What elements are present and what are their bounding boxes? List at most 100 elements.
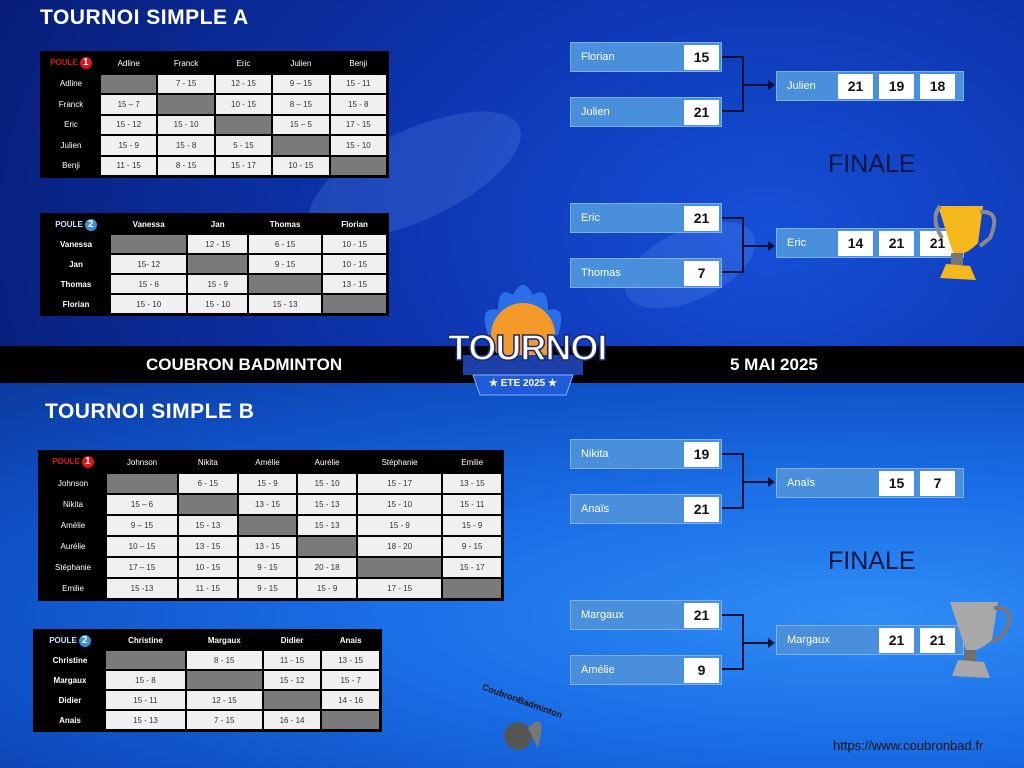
score-cell: 15 - 9: [188, 275, 248, 293]
column-header: Christine: [106, 632, 185, 649]
score-cell: 8 - 15: [158, 156, 214, 175]
score-cell: 18 - 20: [357, 536, 442, 556]
score-cell: 17 - 15: [330, 115, 386, 134]
score-cell: 10 - 15: [273, 156, 329, 175]
empty-cell: [263, 691, 321, 709]
score-box: 7: [684, 261, 719, 286]
row-header: Aurélie: [41, 536, 105, 556]
player-name: Nikita: [581, 448, 609, 460]
poule-number-badge: 1: [81, 456, 94, 469]
row-header: Margaux: [36, 671, 104, 689]
score-cell: 15 - 10: [330, 136, 386, 155]
score-box: 15: [879, 471, 914, 496]
empty-cell: [357, 557, 442, 577]
finale-label-a: FINALE: [828, 150, 916, 178]
score-cell: 15 - 17: [357, 473, 442, 493]
column-header: Anais: [322, 632, 379, 649]
logo-title: TOURNOI: [447, 326, 608, 369]
score-cell: 15 - 10: [357, 494, 442, 514]
row-header: Adline: [43, 74, 99, 93]
column-header: Aurélie: [298, 453, 356, 472]
score-cell: 15 - 9: [238, 473, 297, 493]
empty-cell: [298, 536, 356, 556]
column-header: Eric: [215, 54, 272, 73]
score-cell: 10 - 15: [323, 255, 386, 273]
player-name: Anaïs: [581, 503, 610, 515]
score-cell: 9 – 15: [107, 515, 177, 535]
row-header: Thomas: [43, 275, 109, 293]
bracket-connector: [722, 453, 744, 509]
column-header: Julien: [273, 54, 329, 73]
score-cell: 15 - 13: [249, 295, 322, 313]
empty-cell: [238, 515, 297, 535]
row-header: Franck: [43, 95, 99, 114]
score-cell: 9 - 15: [238, 578, 297, 598]
event-date: 5 MAI 2025: [730, 355, 818, 374]
empty-cell: [186, 671, 262, 689]
score-cell: 15 – 5: [273, 115, 329, 134]
score-cell: 15 – 6: [107, 494, 177, 514]
empty-cell: [443, 578, 501, 598]
score-cell: 15 - 17: [215, 156, 272, 175]
score-cell: 14 - 16: [322, 691, 379, 709]
score-cell: 15 - 11: [330, 74, 386, 93]
row-header: Vanessa: [43, 235, 109, 253]
score-box: 7: [920, 471, 955, 496]
score-box: 19: [879, 74, 914, 99]
column-header: Didier: [263, 632, 321, 649]
score-cell: 10 - 15: [323, 235, 386, 253]
row-header: Emilie: [41, 578, 105, 598]
player-name: Julien: [581, 106, 610, 118]
empty-cell: [273, 136, 329, 155]
arrow-icon: [743, 638, 775, 648]
empty-cell: [322, 711, 379, 729]
column-header: Margaux: [186, 632, 262, 649]
score-box: 21: [684, 603, 719, 628]
score-box: 15: [684, 45, 719, 70]
arrow-icon: [743, 80, 775, 90]
score-cell: 9 - 15: [249, 255, 322, 273]
score-cell: 15 - 10: [298, 473, 356, 493]
poule-number-badge: 2: [84, 218, 97, 231]
empty-cell: [215, 115, 272, 134]
tournament-a-title: TOURNOI SIMPLE A: [40, 6, 249, 29]
score-cell: 15 - 6: [111, 275, 187, 293]
empty-cell: [188, 255, 248, 273]
score-cell: 15 - 8: [158, 136, 214, 155]
player-name: Amélie: [581, 664, 615, 676]
score-cell: 17 - 15: [357, 578, 442, 598]
website-link[interactable]: https://www.coubronbad.fr: [833, 738, 984, 753]
logo-subtitle: ★ ETE 2025 ★: [489, 378, 557, 389]
bracket-connector: [722, 614, 744, 670]
row-header: Anais: [36, 711, 104, 729]
score-box: 21: [684, 100, 719, 125]
score-cell: 15 - 8: [330, 95, 386, 114]
tournoi-logo: TOURNOI ★ ETE 2025 ★: [447, 275, 608, 410]
score-cell: 13 - 15: [179, 536, 237, 556]
score-cell: 6 - 15: [179, 473, 237, 493]
score-cell: 15 - 9: [101, 136, 157, 155]
score-cell: 9 - 15: [443, 536, 501, 556]
arrow-icon: [743, 241, 775, 251]
